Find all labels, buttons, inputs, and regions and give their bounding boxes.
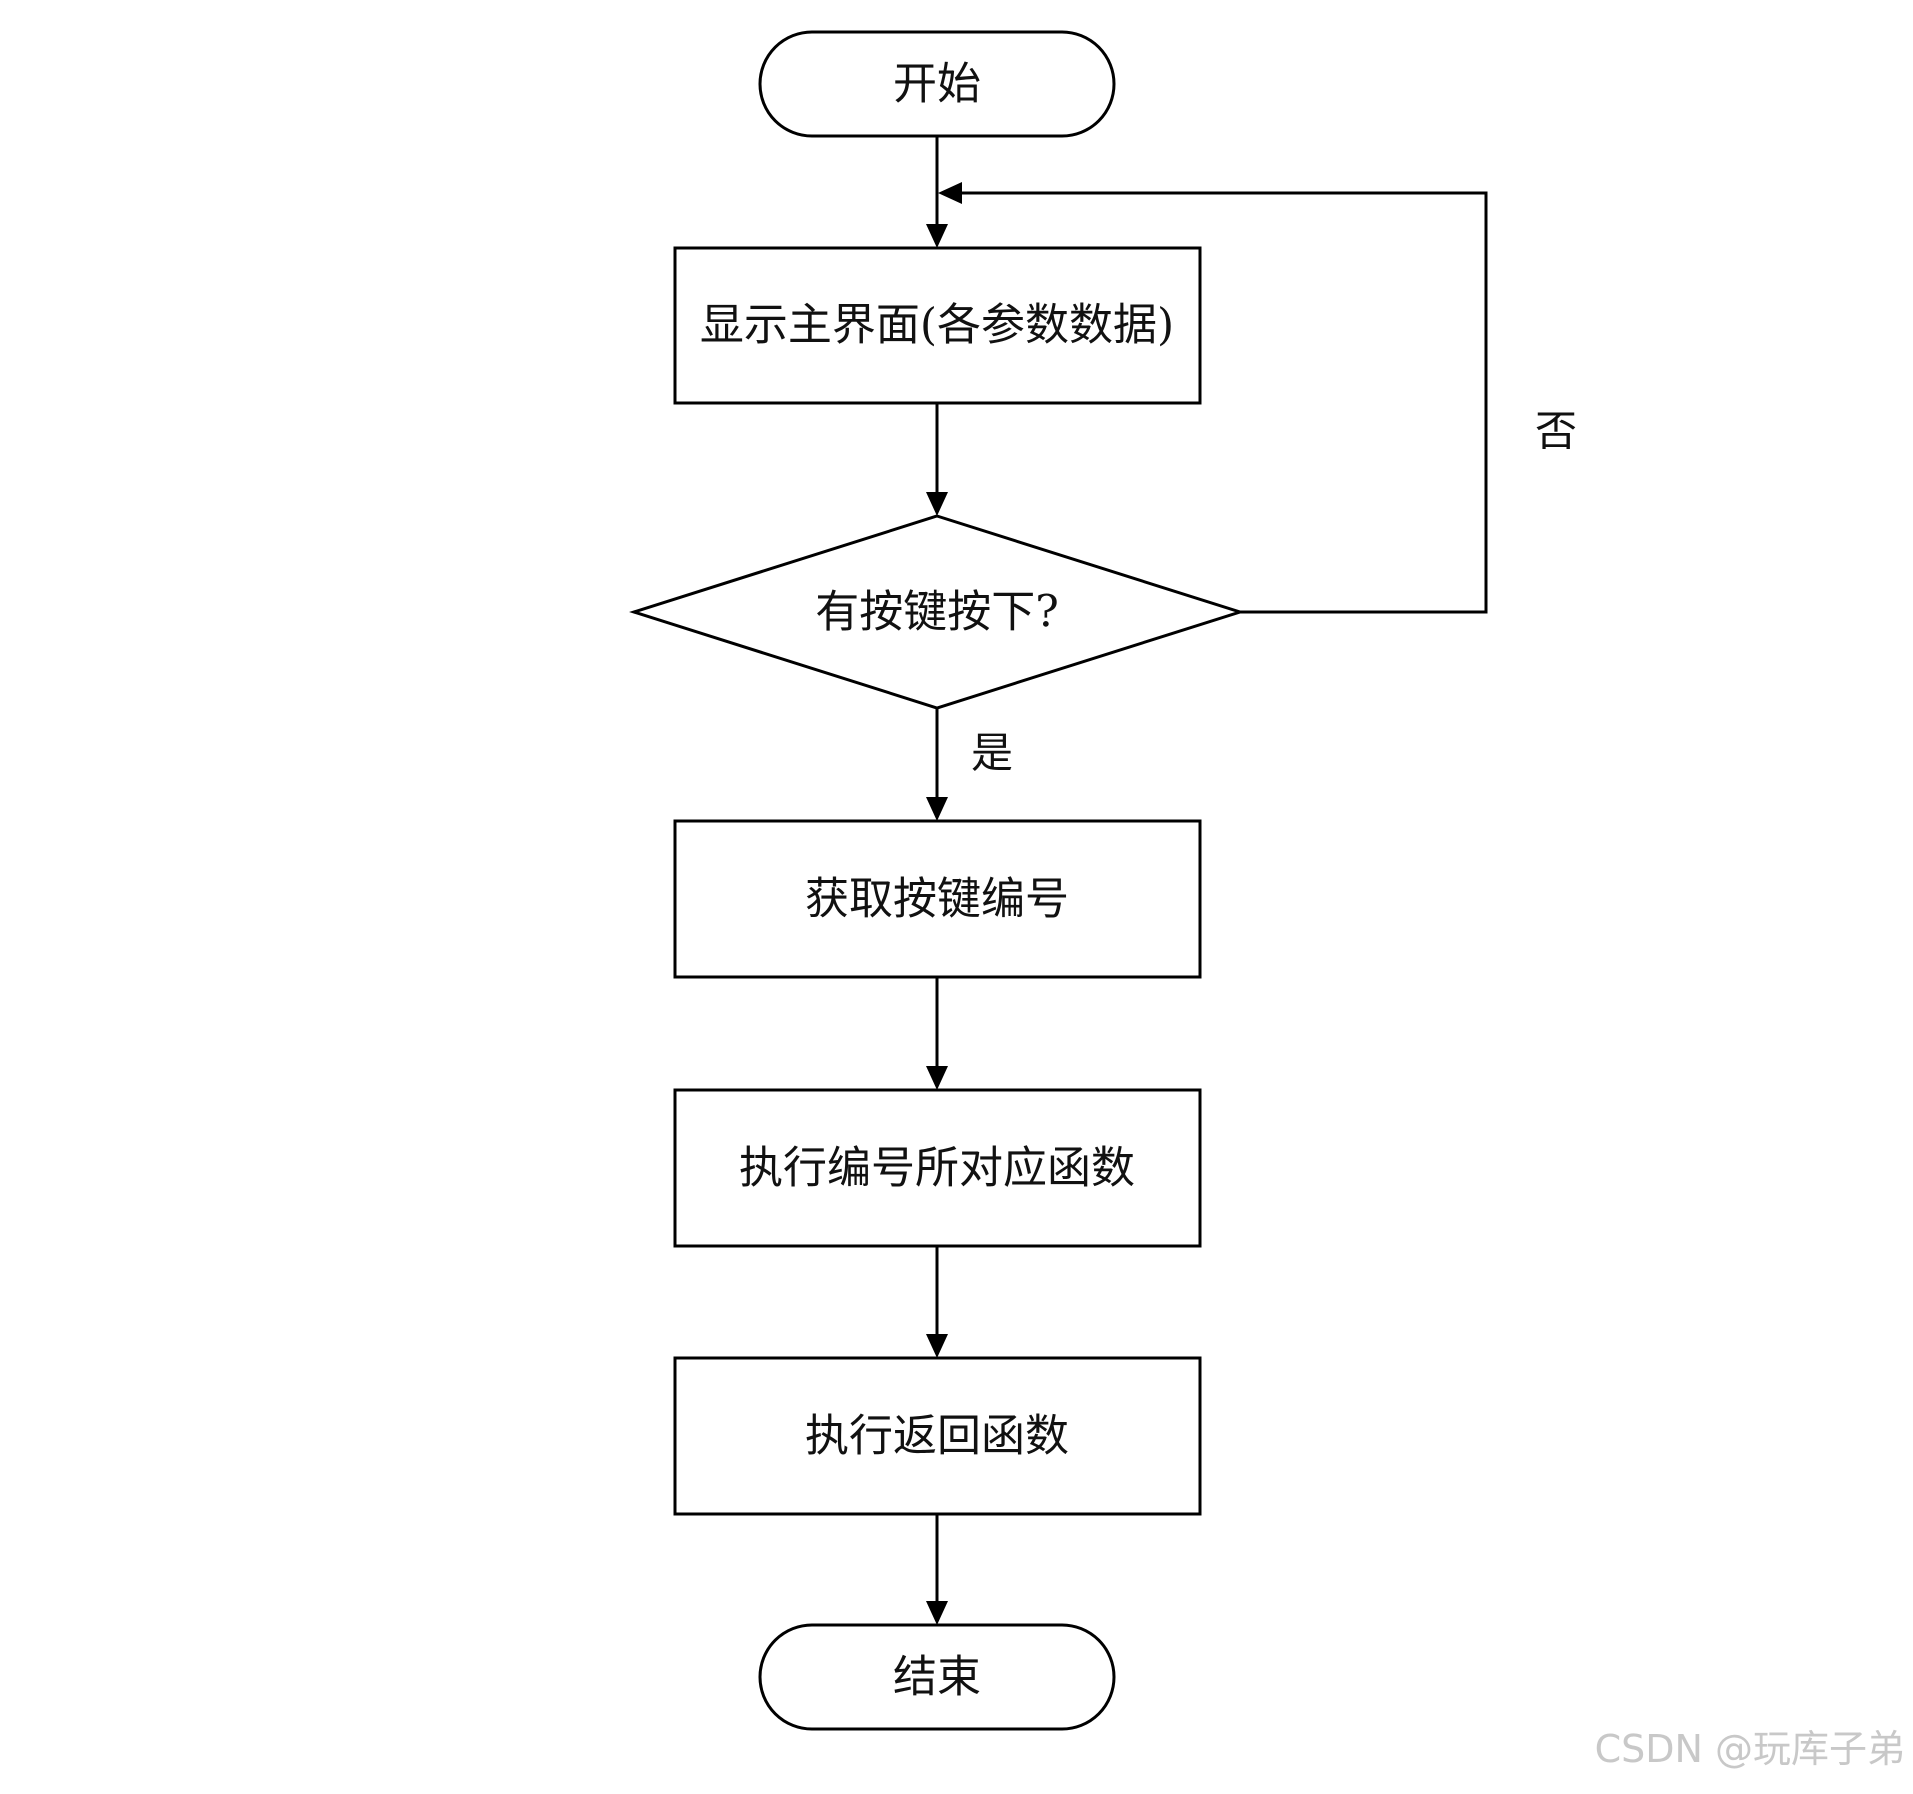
decision-label: 有按键按下? xyxy=(815,587,1059,638)
display-label: 显示主界面(各参数数据) xyxy=(700,300,1174,351)
edge-decision-yes xyxy=(926,708,948,821)
return-label: 执行返回函数 xyxy=(805,1411,1069,1462)
watermark: CSDN @玩库子弟 xyxy=(1595,1727,1905,1771)
start-label: 开始 xyxy=(893,59,981,110)
edge-display-to-decision xyxy=(926,403,948,516)
edge-execute-to-return xyxy=(926,1246,948,1358)
start-node: 开始 xyxy=(758,30,1116,138)
edge-start-to-display xyxy=(926,136,948,248)
end-label: 结束 xyxy=(893,1652,981,1703)
get-key-node: 获取按键编号 xyxy=(673,819,1202,979)
return-node: 执行返回函数 xyxy=(673,1356,1202,1516)
edge-decision-no-loop xyxy=(938,182,1488,614)
decision-node: 有按键按下? xyxy=(629,514,1245,710)
edge-getkey-to-execute xyxy=(926,977,948,1090)
yes-label: 是 xyxy=(971,729,1013,778)
display-node: 显示主界面(各参数数据) xyxy=(673,246,1202,405)
get-key-label: 获取按键编号 xyxy=(805,874,1069,925)
no-label: 否 xyxy=(1535,407,1577,456)
execute-node: 执行编号所对应函数 xyxy=(673,1088,1202,1248)
edge-return-to-end xyxy=(926,1514,948,1625)
execute-label: 执行编号所对应函数 xyxy=(739,1143,1135,1194)
end-node: 结束 xyxy=(758,1623,1116,1731)
